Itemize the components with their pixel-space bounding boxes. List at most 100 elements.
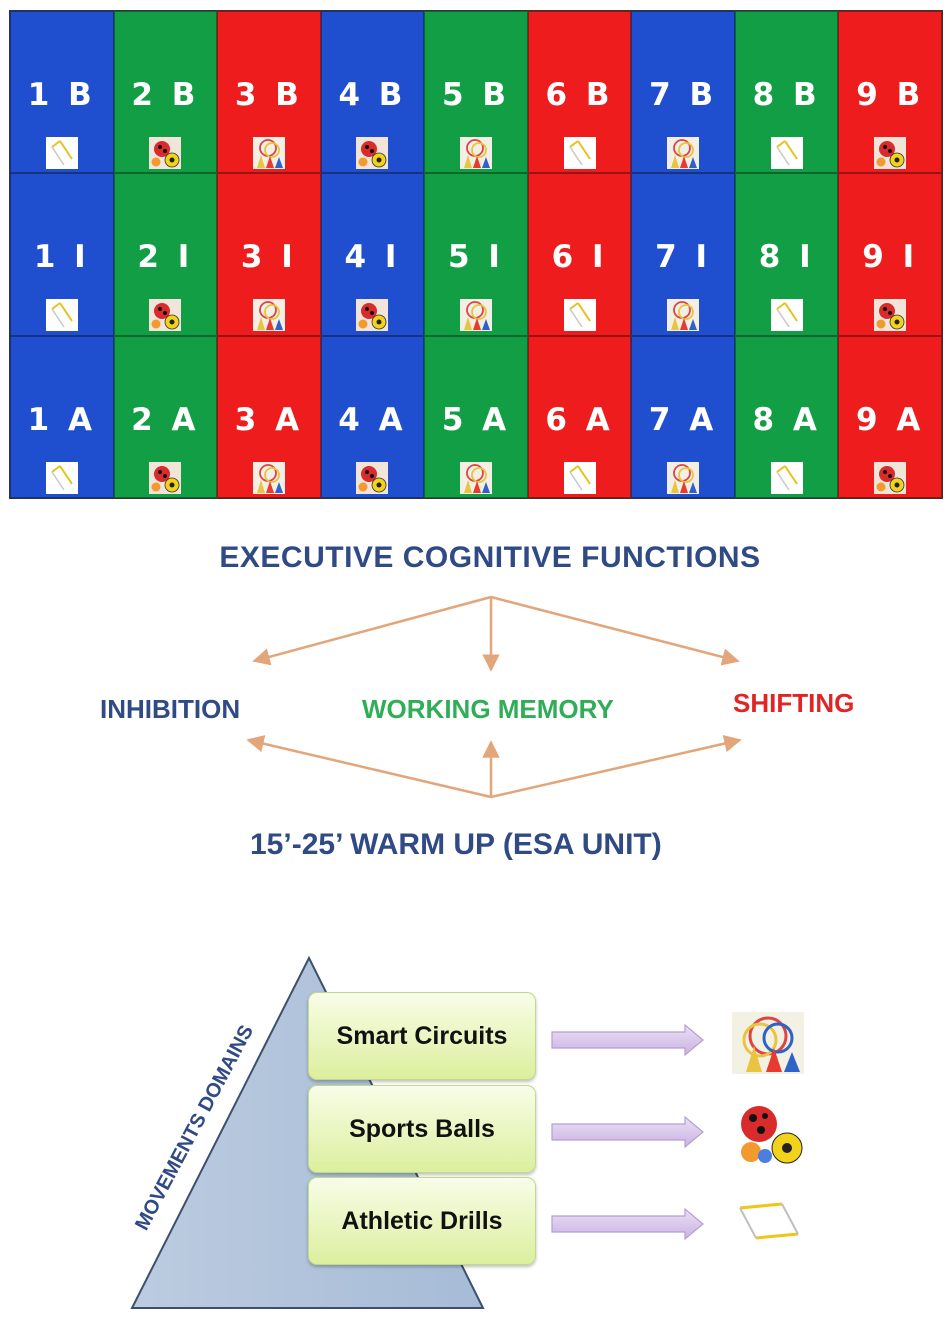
hoops-cones-icon: [252, 137, 285, 169]
hoops-cones-icon: [667, 299, 700, 332]
grid-cell: 8 A: [734, 335, 839, 498]
ladder-icon: [45, 299, 78, 332]
grid-cell-label: 3 A: [234, 401, 304, 438]
grid-cell: 3 I: [217, 173, 321, 336]
grid-cell-label: 4 I: [344, 239, 401, 276]
grid-cell: 1 B: [10, 11, 114, 174]
domain-arrow-sports-balls: [551, 1115, 704, 1149]
hoops-cones-icon: [252, 461, 285, 494]
hoops-cones-icon: [732, 1012, 804, 1074]
grid-cell-label: 8 A: [752, 401, 821, 438]
balls-icon: [356, 137, 389, 169]
esa-unit-grid: 1 B 2 B 3 B 4 B 5 B 6 B 7 B 8 B 9 B 1 I 2 I 3 I 4 I 5…: [9, 10, 943, 499]
sports-balls-icon: [741, 1106, 803, 1164]
grid-cell-label: 4 A: [338, 401, 407, 438]
grid-cell-label: 2 B: [131, 77, 200, 113]
balls-icon: [874, 461, 907, 494]
balls-icon: [149, 299, 182, 332]
grid-cell: 6 I: [527, 173, 632, 336]
grid-cell-label: 7 I: [655, 239, 712, 276]
grid-cell-label: 5 B: [441, 77, 510, 113]
hoops-cones-icon: [459, 137, 492, 169]
grid-cell-label: 9 A: [856, 401, 925, 438]
balls-icon: [874, 137, 907, 169]
arrow-to-inhibition-top: [252, 595, 492, 666]
arrow-to-shifting-bottom: [490, 734, 742, 799]
hoops-cones-icon: [459, 299, 492, 332]
grid-cell-label: 4 B: [338, 77, 407, 113]
grid-cell-label: 5 A: [441, 401, 511, 438]
ladder-icon: [770, 299, 803, 332]
grid-cell-label: 1 A: [27, 401, 96, 438]
grid-cell-label: 3 B: [234, 77, 303, 113]
grid-cell-label: 1 B: [27, 77, 96, 113]
ladder-icon: [770, 461, 803, 494]
ladder-icon: [45, 137, 78, 169]
grid-cell-label: 8 B: [752, 77, 821, 113]
grid-cell-label: 7 A: [648, 401, 718, 438]
ladder-icon: [563, 299, 596, 332]
hoops-cones-icon: [459, 461, 492, 494]
executive-cognitive-functions-title: EXECUTIVE COGNITIVE FUNCTIONS: [219, 541, 761, 574]
sports-balls-box: Sports Balls: [308, 1085, 536, 1173]
grid-cell: 1 I: [10, 173, 114, 336]
balls-icon: [149, 461, 182, 494]
inhibition-label: INHIBITION: [100, 694, 241, 724]
grid-cell: 2 A: [113, 335, 218, 498]
grid-cell-label: 9 I: [862, 239, 919, 276]
warm-up-label: 15’-25’ WARM UP (ESA UNIT): [250, 828, 662, 861]
grid-cell-label: 6 B: [545, 77, 614, 113]
grid-cell-label: 7 B: [649, 77, 718, 113]
grid-cell: 4 B: [320, 11, 425, 174]
grid-cell: 3 A: [217, 335, 321, 498]
ladder-icon: [563, 137, 596, 169]
agility-ladder-icon: [739, 1202, 799, 1240]
grid-cell: 7 B: [631, 11, 735, 174]
grid-cell-label: 8 I: [758, 239, 815, 276]
shifting-label: SHIFTING: [733, 688, 855, 718]
hoops-cones-icon: [252, 299, 285, 332]
balls-icon: [356, 461, 389, 494]
domain-arrow-athletic-drills: [551, 1207, 704, 1241]
grid-cell: 3 B: [217, 11, 321, 174]
arrow-to-shifting-top: [490, 595, 740, 666]
grid-cell-label: 2 A: [131, 401, 200, 438]
grid-cell: 9 I: [838, 173, 942, 336]
grid-cell: 1 A: [10, 335, 114, 498]
grid-cell: 5 B: [424, 11, 528, 174]
grid-cell: 5 A: [424, 335, 528, 498]
grid-cell: 6 B: [527, 11, 632, 174]
grid-cell: 8 B: [734, 11, 839, 174]
grid-cell: 4 I: [320, 173, 425, 336]
grid-cell-label: 6 A: [545, 401, 614, 438]
grid-cell: 7 I: [631, 173, 735, 336]
grid-cell-label: 3 I: [240, 239, 297, 276]
grid-cell: 2 I: [113, 173, 218, 336]
grid-cell: 7 A: [631, 335, 735, 498]
ladder-icon: [45, 461, 78, 494]
grid-cell-label: 2 I: [137, 239, 194, 276]
grid-cell: 9 B: [838, 11, 942, 174]
grid-cell: 8 I: [734, 173, 839, 336]
domain-arrow-smart-circuits: [551, 1023, 704, 1057]
arrow-to-inhibition-bottom: [246, 735, 492, 799]
grid-cell: 9 A: [838, 335, 942, 498]
ladder-icon: [563, 461, 596, 494]
grid-cell: 5 I: [424, 173, 528, 336]
grid-cell-label: 5 I: [448, 239, 504, 276]
balls-icon: [874, 299, 907, 332]
athletic-drills-box: Athletic Drills: [308, 1177, 536, 1265]
hoops-cones-icon: [667, 461, 700, 494]
grid-cell: 2 B: [113, 11, 218, 174]
hoops-cones-icon: [667, 137, 700, 169]
smart-circuits-box: Smart Circuits: [308, 992, 536, 1080]
ladder-icon: [770, 137, 803, 169]
domain-arrows: [551, 1023, 704, 1241]
grid-cell: 4 A: [320, 335, 425, 498]
grid-cell-label: 1 I: [33, 239, 90, 276]
grid-cell-label: 9 B: [856, 77, 925, 113]
working-memory-label: WORKING MEMORY: [362, 694, 614, 724]
grid-cell-label: 6 I: [551, 239, 608, 276]
balls-icon: [149, 137, 182, 169]
grid-cell: 6 A: [527, 335, 632, 498]
